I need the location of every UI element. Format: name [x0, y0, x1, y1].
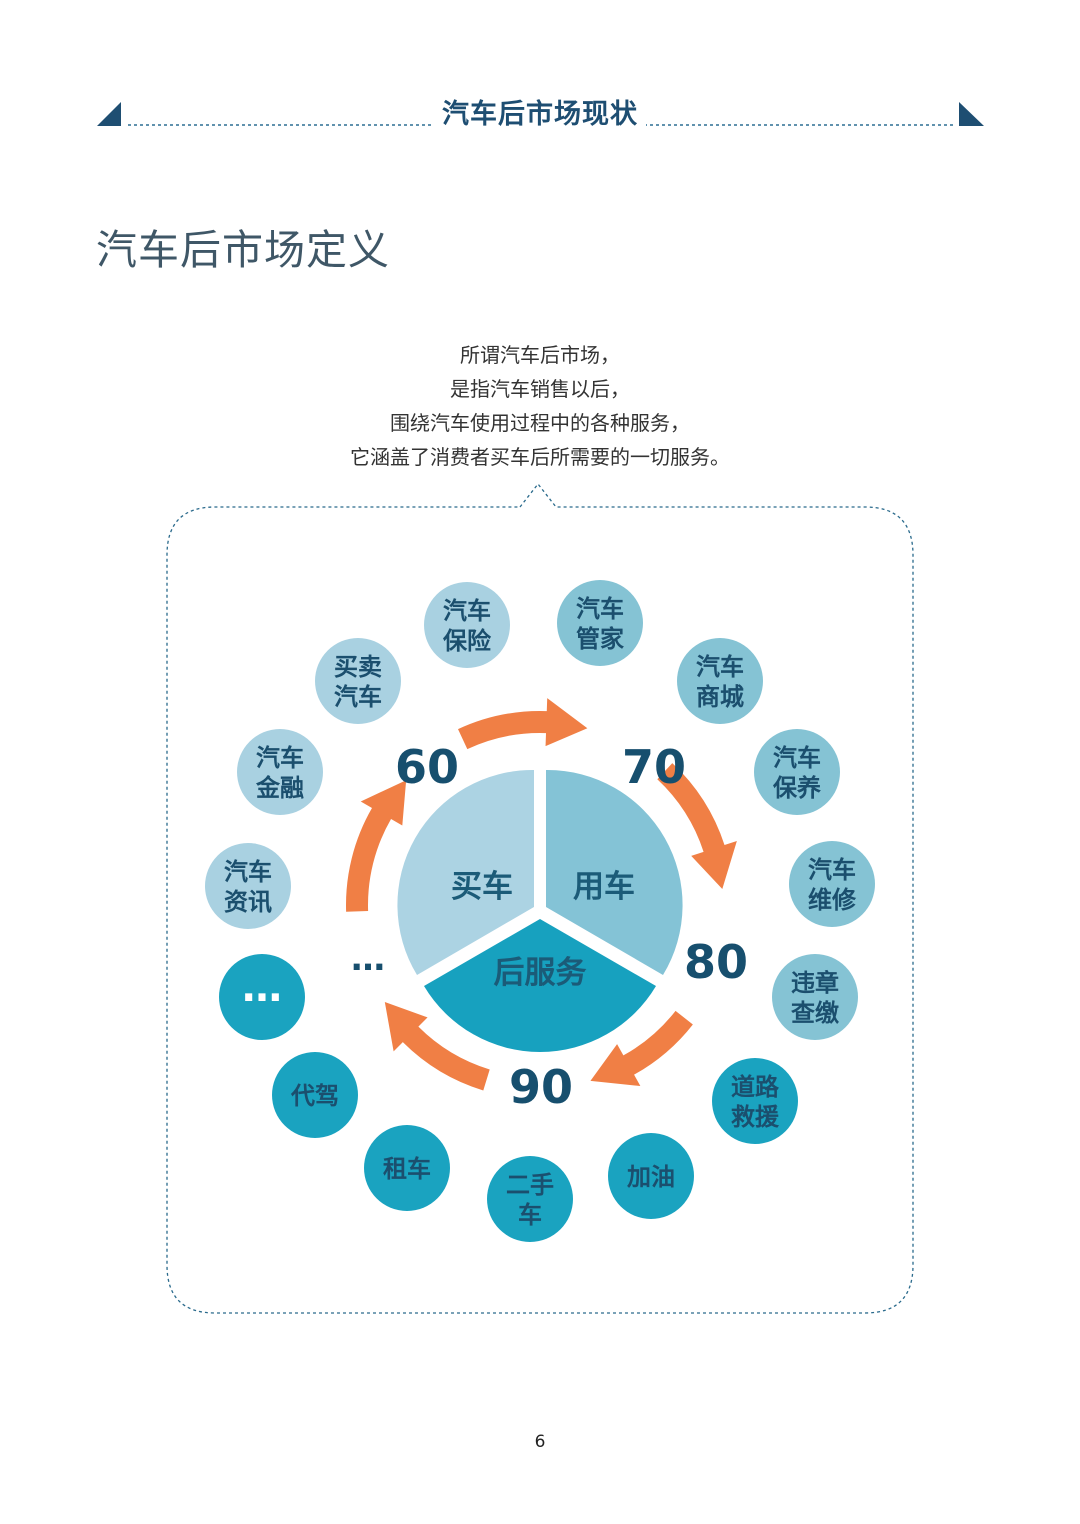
- service-circle-bg: [364, 1125, 450, 1211]
- service-circle-bg: [677, 638, 763, 724]
- service-circle-bg: [237, 729, 323, 815]
- service-circle-bg: [712, 1058, 798, 1144]
- service-label: 汽车: [696, 653, 744, 681]
- service-label: 汽车: [334, 683, 382, 711]
- service-label: 汽车: [224, 858, 272, 886]
- pie-segment-buy: [397, 769, 534, 975]
- center-pie: 买车 用车 后服务: [397, 769, 683, 1052]
- pie-label-after-service: 后服务: [494, 955, 587, 991]
- definition-text: 所谓汽车后市场， 是指汽车销售以后， 围绕汽车使用过程中的各种服务， 它涵盖了消…: [0, 338, 1080, 474]
- cycle-arrows: [346, 698, 737, 1091]
- service-label: 代驾: [290, 1082, 339, 1110]
- arrow-60-to-70: [458, 698, 588, 750]
- service-circle: …: [219, 954, 305, 1040]
- service-circle: 加油: [608, 1133, 694, 1219]
- service-label: 保养: [772, 774, 821, 802]
- service-circle-bg: [219, 954, 305, 1040]
- service-label: 违章: [791, 969, 839, 997]
- pie-label-buy: 买车: [451, 869, 513, 905]
- service-label: 买卖: [334, 653, 382, 681]
- service-label: 租车: [383, 1155, 431, 1183]
- page-header: 汽车后市场现状: [0, 0, 1080, 160]
- service-circle: 二手车: [487, 1156, 573, 1242]
- service-label: 汽车: [256, 744, 304, 772]
- arrow-80-to-90: [590, 1010, 693, 1087]
- service-circle-bg: [772, 954, 858, 1040]
- service-label: 维修: [808, 886, 857, 914]
- era-label-more: …: [351, 939, 385, 979]
- service-label: 金融: [255, 774, 304, 802]
- era-label-60: 60: [395, 740, 459, 794]
- service-circle: 代驾: [272, 1052, 358, 1138]
- pie-label-use: 用车: [573, 869, 635, 905]
- service-label: 加油: [627, 1163, 675, 1191]
- service-label: 汽车: [443, 597, 491, 625]
- era-label-80: 80: [684, 935, 748, 989]
- service-circle-bg: [557, 580, 643, 666]
- service-label: 管家: [576, 625, 624, 653]
- pie-segment-use: [546, 769, 683, 975]
- service-label: 车: [518, 1201, 542, 1229]
- service-circle-bg: [789, 841, 875, 927]
- service-label: 汽车: [773, 744, 821, 772]
- service-label: 查缴: [791, 999, 840, 1027]
- service-label: 道路: [731, 1073, 780, 1101]
- definition-line: 是指汽车销售以后，: [450, 377, 630, 401]
- service-circle-bg: [424, 582, 510, 668]
- definition-line: 围绕汽车使用过程中的各种服务，: [390, 411, 690, 435]
- service-ring: 汽车保险汽车管家汽车商城汽车保养汽车维修违章查缴道路救援加油二手车租车代驾…汽车…: [205, 580, 875, 1242]
- service-label: 资讯: [224, 888, 272, 916]
- service-circle-bg: [487, 1156, 573, 1242]
- definition-line: 它涵盖了消费者买车后所需要的一切服务。: [350, 445, 730, 469]
- header-title: 汽车后市场现状: [434, 99, 646, 130]
- service-label: 救援: [731, 1103, 780, 1131]
- arrow-more-to-60: [346, 780, 407, 912]
- pie-segment-after-service: [424, 919, 656, 1052]
- service-label: 保险: [442, 627, 492, 655]
- service-circle: 租车: [364, 1125, 450, 1211]
- service-label: 汽车: [808, 856, 856, 884]
- page-number: 6: [534, 1432, 546, 1452]
- service-circle-bg: [315, 638, 401, 724]
- service-label: 二手: [506, 1171, 554, 1199]
- service-circle-bg: [272, 1052, 358, 1138]
- service-label: 商城: [696, 683, 744, 711]
- service-label: 汽车: [576, 595, 624, 623]
- service-circle-bg: [608, 1133, 694, 1219]
- service-circle-bg: [205, 843, 291, 929]
- service-circle-bg: [754, 729, 840, 815]
- arrow-70-to-80: [657, 763, 737, 890]
- header-decoration: [97, 102, 984, 126]
- service-label: …: [242, 965, 282, 1011]
- callout-frame: [166, 482, 914, 1314]
- arrow-90-to-more: [384, 1001, 490, 1091]
- definition-line: 所谓汽车后市场，: [460, 343, 620, 367]
- era-labels: 60 70 80 90 …: [351, 740, 748, 1114]
- era-label-70: 70: [622, 740, 686, 794]
- header-left-triangle: [97, 102, 121, 126]
- era-label-90: 90: [509, 1060, 573, 1114]
- header-right-triangle: [959, 102, 984, 126]
- section-title: 汽车后市场定义: [96, 226, 390, 274]
